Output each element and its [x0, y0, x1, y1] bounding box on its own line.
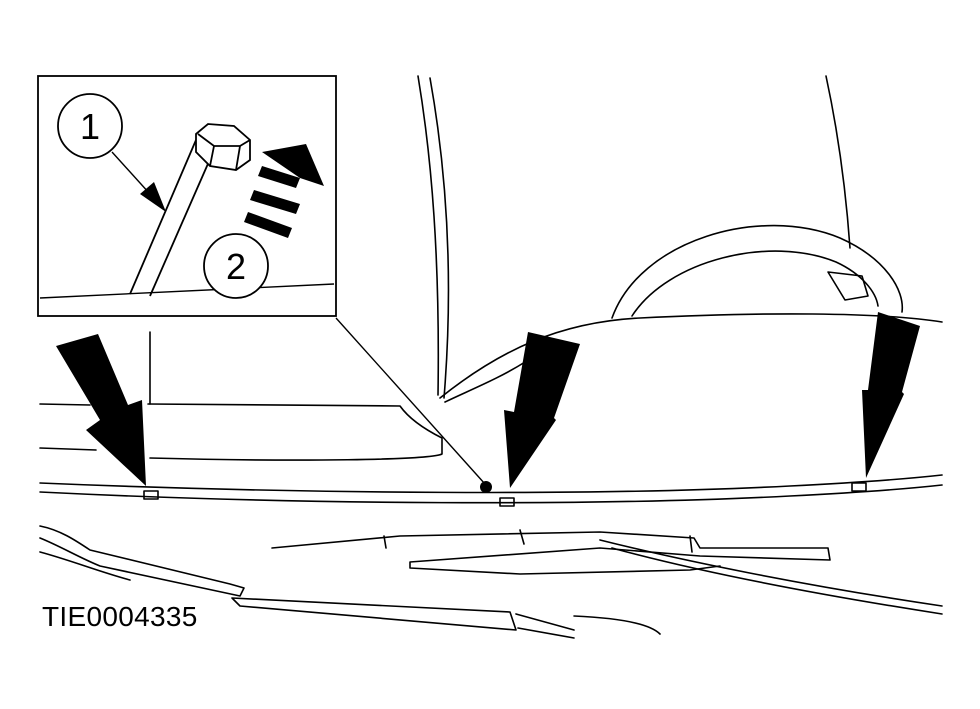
direction-arrow [244, 144, 324, 238]
steering-wheel-outer [611, 224, 904, 319]
wiper-arm-left-end [515, 613, 575, 639]
arrow-left [56, 334, 146, 486]
dash-left-line-2 [39, 447, 97, 451]
clip-left [143, 490, 159, 500]
arrow-right [862, 312, 920, 478]
dash-panel-line [147, 403, 443, 461]
reference-code: TIE0004335 [42, 601, 198, 632]
wiper-blade-center [271, 531, 831, 575]
inset-surface-line [39, 283, 335, 299]
wiper-blade-center-frame [383, 529, 693, 553]
wiper-arm-center [599, 539, 943, 607]
arrow-center [504, 332, 580, 488]
bolt-graphic [129, 123, 251, 297]
callout-label-2: 2 [226, 246, 246, 287]
a-pillar-line [417, 75, 440, 396]
callout-leader-line [335, 317, 486, 485]
wiper-blade-left [39, 525, 245, 597]
clip-right [851, 482, 867, 492]
seat-back-line [825, 75, 851, 249]
callout-circle-1 [57, 93, 123, 159]
callout-leader-1 [111, 151, 151, 195]
wiper-arm-left [231, 597, 517, 631]
cowl-lower-edge [39, 484, 943, 504]
steering-wheel-inner [631, 250, 879, 317]
callout-arrowhead-1 [140, 182, 166, 212]
clip-center [499, 497, 515, 507]
wiper-arm-center-2 [611, 547, 943, 615]
detail-inset: 1 2 [37, 75, 337, 317]
steering-wheel-spoke [827, 271, 869, 301]
dashboard-vent-line [444, 361, 526, 403]
bonnet-edge [573, 615, 661, 635]
clip-marker-dot [480, 481, 492, 493]
callout-label-1: 1 [80, 106, 100, 147]
dashboard-top [439, 313, 943, 399]
wiper-blade-left-lower [39, 551, 131, 581]
cowl-upper-edge [39, 474, 943, 494]
dash-left-line-1 [39, 403, 91, 406]
a-pillar-inner-line [429, 77, 450, 399]
callout-circle-2 [203, 233, 269, 299]
